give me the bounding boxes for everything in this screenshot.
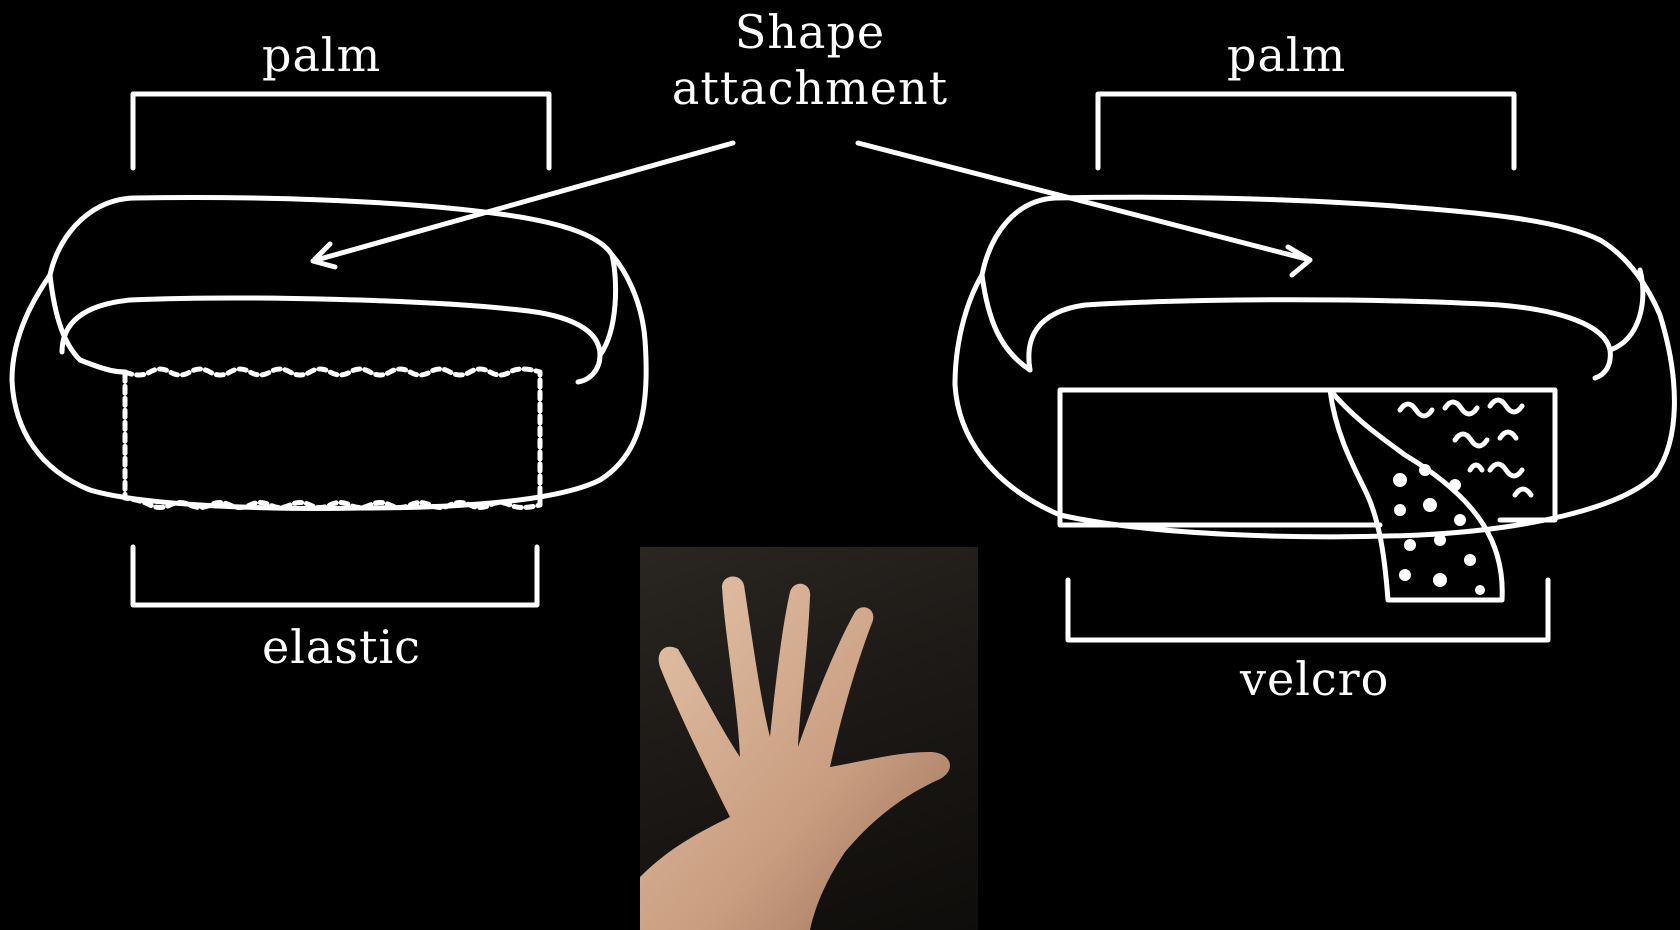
velcro-tab [1330,390,1502,600]
hand-illustration [640,547,978,930]
right-band-inner [1029,300,1610,378]
title-line-1: Shape [660,4,960,60]
hand-shape [640,577,950,930]
left-elastic-bracket [133,547,537,605]
left-palm-bracket [133,94,549,168]
title-line-2: attachment [660,60,960,116]
arrow-right [858,143,1310,275]
left-palm-label: palm [262,28,381,82]
hand-photo [640,547,978,930]
left-elastic-label: elastic [262,620,421,674]
right-band-outer [955,197,1674,537]
right-palm-label: palm [1227,28,1346,82]
right-velcro-label: velcro [1240,652,1389,706]
elastic-panel [125,369,540,508]
right-palm-bracket [1098,94,1514,168]
title: Shape attachment [660,4,960,116]
